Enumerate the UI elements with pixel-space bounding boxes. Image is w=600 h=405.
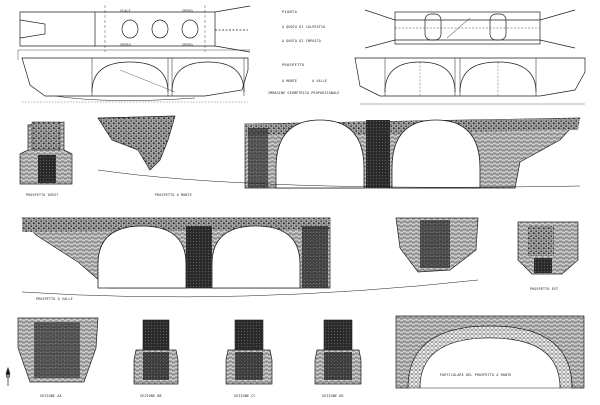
plan-legend-1: A QUOTA DI CALPESTIO xyxy=(282,25,325,29)
plan-label-spero-down-2: SPERO xyxy=(182,43,193,47)
elevation-caption: IMMAGINE GEOMETRICA PROPORZIONALE xyxy=(268,91,340,95)
label-sezione-dd: SEZIONE DD xyxy=(322,394,344,398)
elevation-right xyxy=(354,57,586,105)
elevation-title: PROSPETTO xyxy=(282,63,305,67)
plan-label-spero-up: SPERO xyxy=(182,9,193,13)
plan-label-scale: SCALE xyxy=(120,9,131,13)
label-prospetto-monte: PROSPETTO A MONTE xyxy=(155,193,192,197)
plan-left xyxy=(17,5,251,60)
plan-title: PIANTA xyxy=(282,10,298,14)
title-block: PIANTA A QUOTA DI CALPESTIO A QUOTA DI I… xyxy=(268,10,340,95)
plan-right xyxy=(364,9,576,49)
particolare-drawing xyxy=(395,315,585,389)
sezione-bb-drawing xyxy=(133,319,179,385)
label-sezione-cc: SEZIONE CC xyxy=(234,394,256,398)
label-prospetto-est: PROSPETTO EST xyxy=(530,287,558,291)
elevation-side-1: A MONTE xyxy=(282,79,297,83)
plan-legend-2: A QUOTA DI IMPOSTA xyxy=(282,39,321,43)
label-sezione-aa: SEZIONE AA xyxy=(40,394,62,398)
sezione-dd-drawing xyxy=(314,319,362,385)
elevation-left xyxy=(21,57,249,103)
prospetto-est-drawing xyxy=(517,221,579,275)
sezione-aa-drawing xyxy=(17,317,99,383)
plan-label-spero-down-1: SPERO xyxy=(120,43,131,47)
prospetto-monte-drawing xyxy=(97,115,581,189)
label-sezione-bb: SEZIONE BB xyxy=(140,394,162,398)
north-arrow-icon xyxy=(5,366,11,386)
label-particolare: PARTICOLARE DEL PROSPETTO A MONTE xyxy=(440,373,512,377)
label-prospetto-valle: PROSPETTO A VALLE xyxy=(36,297,73,301)
sezione-cc-drawing xyxy=(225,319,273,385)
prospetto-ovest-drawing xyxy=(19,121,73,185)
prospetto-valle-drawing xyxy=(21,217,479,298)
label-prospetto-ovest: PROSPETTO OVEST xyxy=(26,193,59,197)
elevation-side-2: A VALLE xyxy=(312,79,327,83)
